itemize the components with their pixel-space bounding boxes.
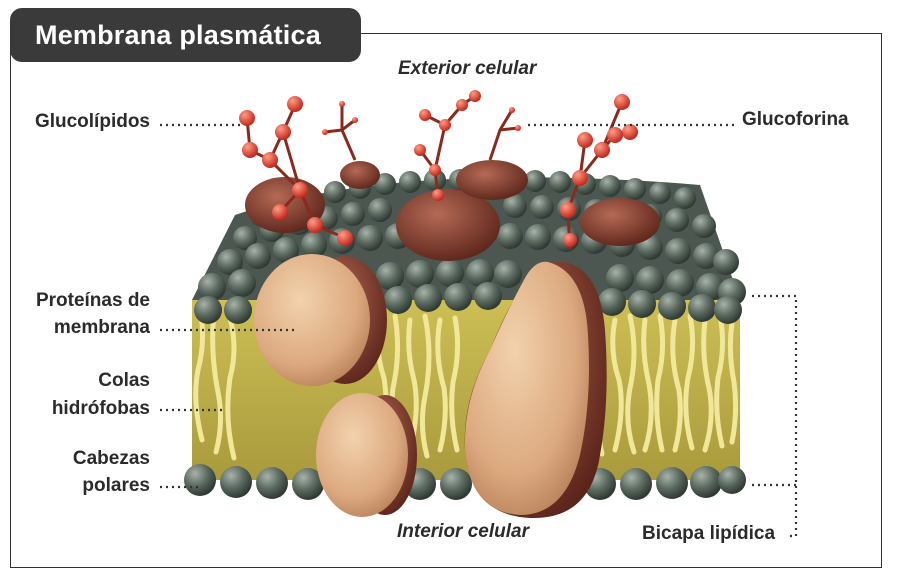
label-glucoforina: Glucoforina bbox=[742, 109, 849, 130]
label-glucolipidos: Glucolípidos bbox=[34, 111, 150, 132]
diagram-frame bbox=[10, 33, 882, 568]
label-exterior-celular: Exterior celular bbox=[398, 58, 537, 79]
leader-lines bbox=[160, 123, 798, 538]
lower-polar-heads bbox=[184, 464, 746, 500]
glycolipid-beads bbox=[239, 90, 638, 247]
label-interior-celular: Interior celular bbox=[397, 521, 529, 542]
label-cabezas-line2: polares bbox=[82, 475, 150, 496]
membrane-proteins bbox=[254, 254, 607, 519]
label-cabezas-line1: Cabezas bbox=[72, 448, 150, 469]
label-proteinas-line2: membrana bbox=[53, 317, 150, 338]
label-colas-line2: hidrófobas bbox=[51, 398, 150, 419]
diagram-title: Membrana plasmática bbox=[10, 8, 361, 62]
label-proteinas-line1: Proteínas de bbox=[35, 290, 150, 311]
label-bicapa-lipidica: Bicapa lipídica bbox=[642, 523, 776, 544]
surface-proteins bbox=[245, 160, 660, 261]
label-colas-line1: Colas bbox=[98, 370, 150, 391]
